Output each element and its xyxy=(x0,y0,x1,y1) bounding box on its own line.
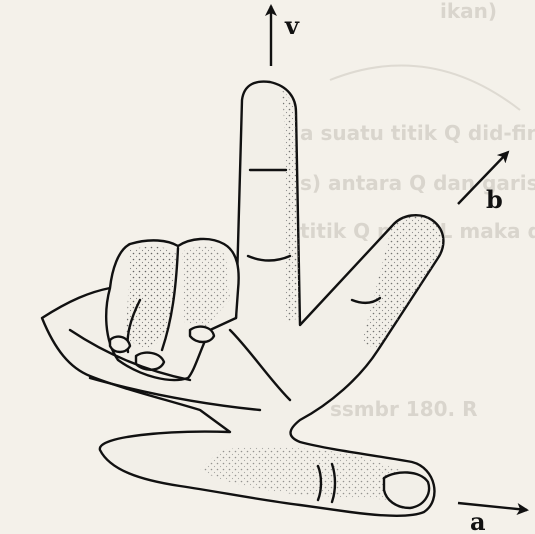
thumb-nail xyxy=(384,472,429,508)
vector-v-label: v xyxy=(284,11,300,40)
ghost-line-2: a suatu titik Q did-finisikan seba xyxy=(300,121,535,145)
fingernail-middle-curled xyxy=(190,327,214,342)
vector-a-arrow xyxy=(458,503,527,510)
fingernail-pinky xyxy=(110,337,130,352)
vector-a-label: a xyxy=(470,507,486,534)
vector-b-label: b xyxy=(486,185,503,214)
hand xyxy=(42,82,443,516)
ghost-curve xyxy=(330,65,520,110)
ghost-line-5: ssmbr 180. R xyxy=(330,397,478,421)
ghost-line-1: ikan) xyxy=(440,0,497,23)
